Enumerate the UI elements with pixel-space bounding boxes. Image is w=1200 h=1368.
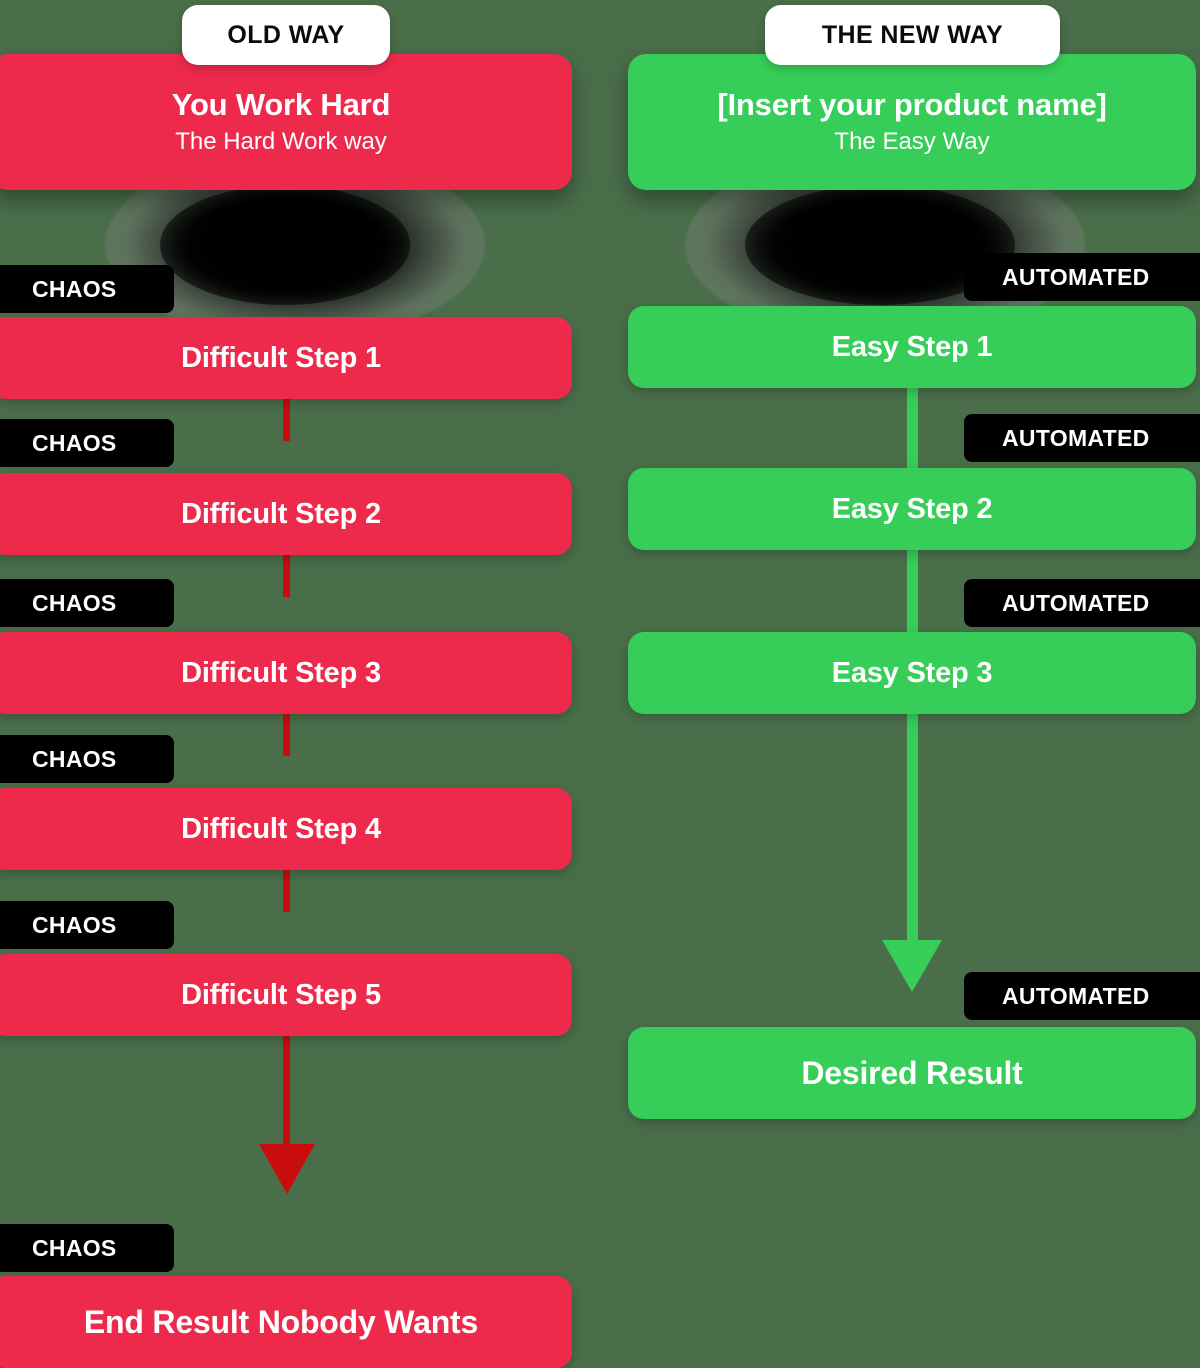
end-result-bar: End Result Nobody Wants	[0, 1276, 572, 1368]
new-way-title: [Insert your product name]	[717, 87, 1107, 123]
automated-badge-3: AUTOMATED	[964, 579, 1200, 627]
old-way-pill-label: OLD WAY	[182, 5, 390, 65]
connector-right-1	[907, 388, 918, 468]
chaos-badge-4: CHAOS	[0, 735, 174, 783]
old-way-header-card: You Work Hard The Hard Work way	[0, 54, 572, 190]
easy-step-3-bar: Easy Step 3	[628, 632, 1196, 714]
difficult-step-5-bar: Difficult Step 5	[0, 954, 572, 1036]
connector-right-2	[907, 550, 918, 632]
new-way-pill-label: THE NEW WAY	[765, 5, 1060, 65]
connector-left-1	[283, 399, 290, 441]
connector-left-2	[283, 555, 290, 597]
desired-result-bar: Desired Result	[628, 1027, 1196, 1119]
connector-right-final	[907, 714, 918, 944]
easy-step-1-bar: Easy Step 1	[628, 306, 1196, 388]
automated-badge-2: AUTOMATED	[964, 414, 1200, 462]
connector-left-3	[283, 714, 290, 756]
arrow-red-icon	[259, 1144, 315, 1194]
connector-left-final	[283, 1036, 290, 1146]
chaos-badge-3: CHAOS	[0, 579, 174, 627]
chaos-badge-5: CHAOS	[0, 901, 174, 949]
difficult-step-4-bar: Difficult Step 4	[0, 788, 572, 870]
automated-badge-result: AUTOMATED	[964, 972, 1200, 1020]
easy-step-2-bar: Easy Step 2	[628, 468, 1196, 550]
difficult-step-1-bar: Difficult Step 1	[0, 317, 572, 399]
new-way-header-card: [Insert your product name] The Easy Way	[628, 54, 1196, 190]
chaos-badge-result: CHAOS	[0, 1224, 174, 1272]
chaos-badge-1: CHAOS	[0, 265, 174, 313]
connector-left-4	[283, 870, 290, 912]
old-way-subtitle: The Hard Work way	[175, 127, 387, 155]
spray-smudge-left-core	[160, 185, 410, 305]
arrow-green-icon	[882, 940, 942, 992]
old-way-title: You Work Hard	[171, 87, 391, 123]
difficult-step-2-bar: Difficult Step 2	[0, 473, 572, 555]
new-way-subtitle: The Easy Way	[834, 127, 990, 155]
difficult-step-3-bar: Difficult Step 3	[0, 632, 572, 714]
automated-badge-1: AUTOMATED	[964, 253, 1200, 301]
chaos-badge-2: CHAOS	[0, 419, 174, 467]
